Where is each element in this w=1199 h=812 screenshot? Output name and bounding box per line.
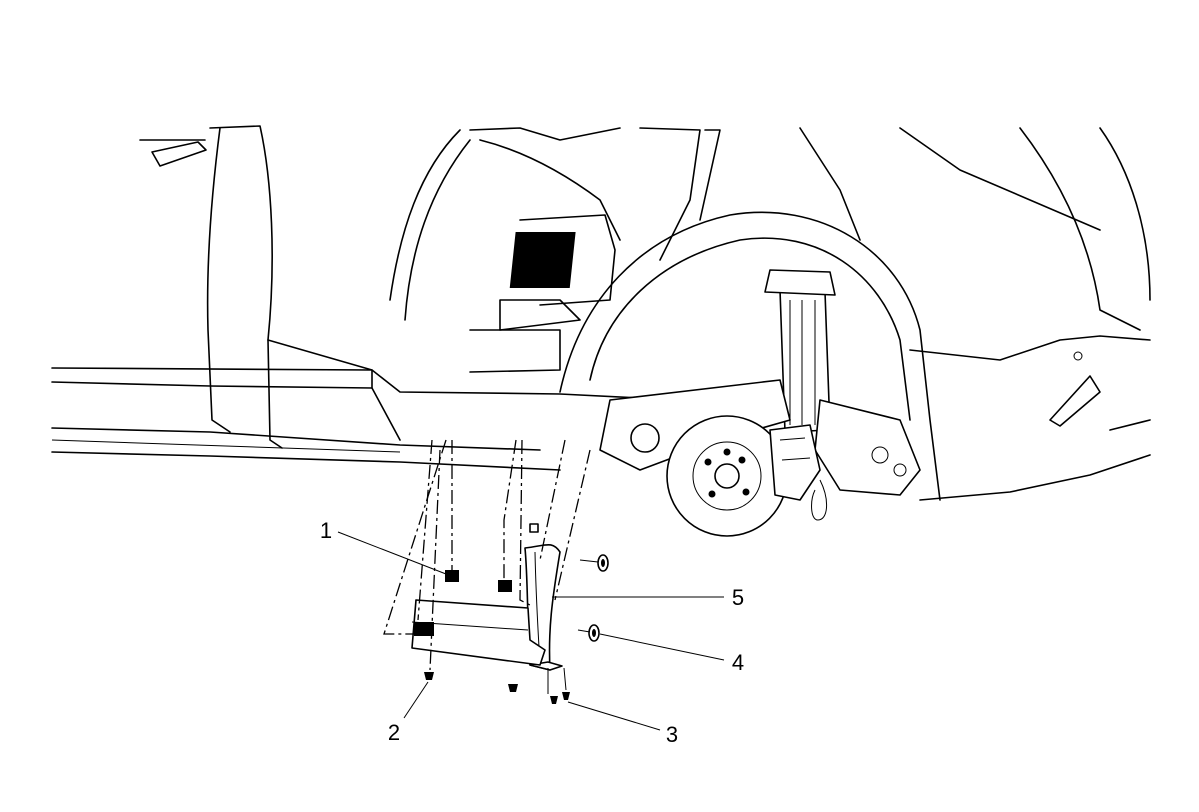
rear-wheelhouse-trim-panel <box>524 543 563 671</box>
clip-2 <box>498 580 512 592</box>
vehicle-body <box>51 125 1151 501</box>
callout-1: 1 <box>320 518 447 575</box>
callout-2-label: 2 <box>388 720 400 745</box>
rear-suspension <box>599 269 921 537</box>
seat-mesh-panel <box>509 232 576 288</box>
callout-5: 5 <box>552 585 744 610</box>
push-pin-upper <box>579 554 609 572</box>
callout-4: 4 <box>599 633 744 675</box>
push-pin-lower <box>577 624 600 642</box>
screw-left <box>424 672 434 680</box>
callout-2: 2 <box>388 681 429 745</box>
rocker-molding <box>411 599 546 666</box>
callout-3-label: 3 <box>666 722 678 747</box>
callout-1-label: 1 <box>320 518 332 543</box>
screw-center <box>508 684 518 692</box>
molding-end-cap <box>414 622 434 636</box>
clips <box>445 523 539 592</box>
screw-pair <box>550 692 570 704</box>
brake-caliper <box>769 424 821 501</box>
clip-1 <box>445 570 459 582</box>
fasteners <box>424 554 609 704</box>
clip-3 <box>529 523 539 533</box>
callout-5-label: 5 <box>732 585 744 610</box>
assembly-guide-lines <box>383 439 591 694</box>
callout-3: 3 <box>567 701 678 747</box>
callout-4-label: 4 <box>732 650 744 675</box>
